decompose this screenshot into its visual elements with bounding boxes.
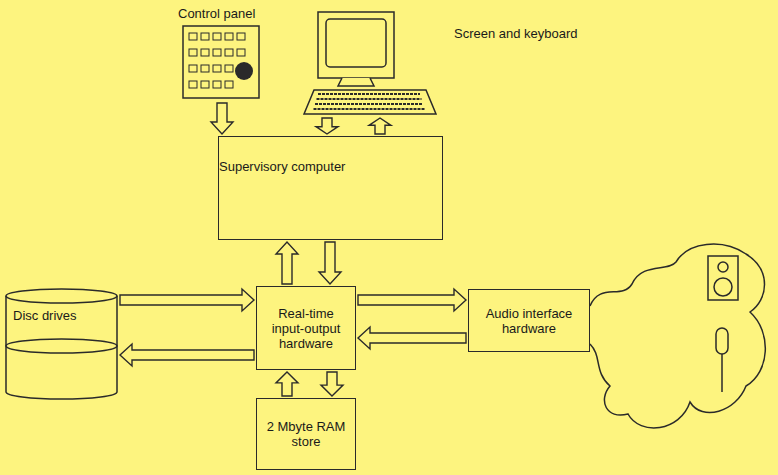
device-label: Screen and keyboard: [454, 26, 578, 41]
data-flow-arrow: [358, 327, 466, 349]
data-flow-arrow: [120, 289, 254, 311]
loudspeaker-icon: [708, 256, 738, 300]
data-flow-arrow: [276, 372, 298, 396]
cylinder-outline: [5, 288, 118, 400]
control-panel-drawing: [182, 25, 262, 101]
box-label: Disc drives: [5, 288, 118, 323]
process-box: 2 Mbyte RAM store: [256, 398, 356, 470]
data-flow-arrow: [358, 289, 466, 311]
process-box: Audio interface hardware: [468, 289, 590, 352]
box-label: Supervisory computer: [219, 159, 442, 174]
terminal-drawing: [302, 10, 438, 116]
data-flow-arrow: [319, 242, 341, 284]
data-flow-arrow: [316, 118, 338, 134]
box-label: 2 Mbyte RAM store: [261, 419, 351, 449]
data-flow-arrow: [276, 242, 298, 284]
data-flow-arrow: [321, 372, 343, 396]
box-label: Real-time input-output hardware: [261, 306, 351, 351]
data-flow-arrow: [211, 103, 233, 134]
process-box: Supervisory computer: [218, 136, 443, 240]
data-flow-arrow: [369, 118, 391, 134]
device-label: Control panel: [178, 6, 268, 21]
sound-cloud: [590, 244, 765, 428]
data-flow-arrow: [120, 344, 254, 366]
microphone-icon: [716, 328, 728, 392]
control-panel-icon: Control panel: [178, 6, 268, 101]
disc-cylinder: Disc drives: [5, 288, 118, 400]
box-label: Audio interface hardware: [473, 306, 585, 336]
terminal-icon: Screen and keyboard: [302, 10, 586, 116]
process-box: Real-time input-output hardware: [256, 286, 356, 370]
